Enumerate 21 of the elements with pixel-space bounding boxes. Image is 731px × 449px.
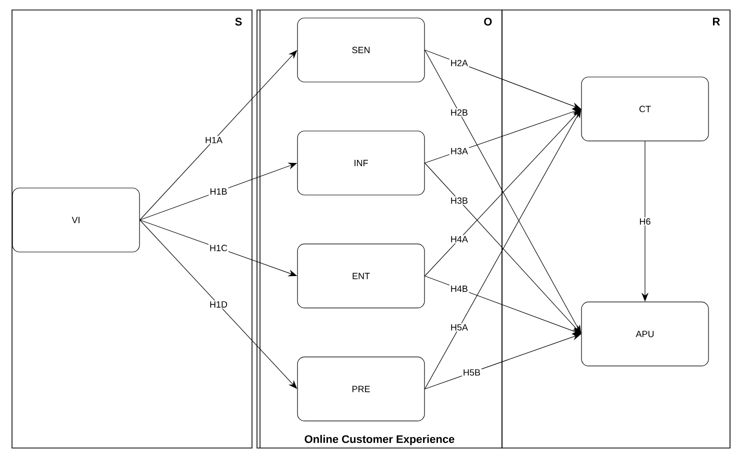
edge-label: H1A [204, 136, 224, 144]
construct-box: SEN [297, 18, 425, 82]
edge-label: H4B [449, 284, 469, 293]
construct-box: PRE [297, 356, 425, 422]
edge-label: H4A [449, 235, 469, 244]
edge-label: H6 [638, 217, 652, 226]
arrow [424, 50, 582, 334]
construct-box: CT [581, 76, 709, 142]
edge-label: H5B [462, 368, 482, 377]
edge-label: H1D [208, 300, 228, 309]
construct-box: INF [297, 130, 425, 196]
edge-label: H3B [449, 196, 469, 205]
edge-label: H1C [208, 244, 228, 252]
construct-box: VI [12, 188, 140, 252]
edge-label: H5A [449, 323, 469, 332]
edge-label: H3A [449, 146, 469, 156]
edge-label: H2A [449, 58, 469, 68]
edge-label: H2B [449, 108, 469, 117]
construct-box: APU [581, 302, 709, 366]
construct-box: ENT [297, 244, 425, 308]
edge-label: H1B [208, 187, 228, 196]
